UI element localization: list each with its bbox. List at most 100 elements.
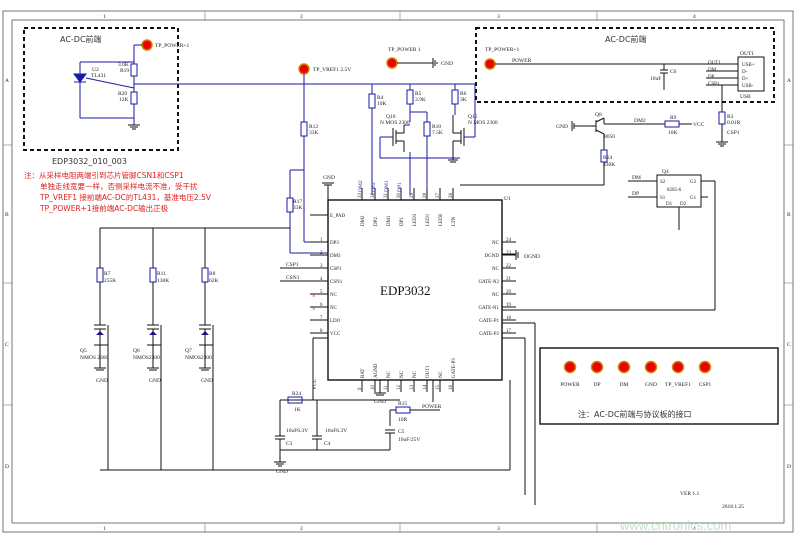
r19 <box>130 63 138 77</box>
q4-g2: G2 <box>690 180 697 185</box>
ic-bottom-pin-name: OUT1 <box>426 365 431 378</box>
q4-dm: DM <box>632 175 641 181</box>
net-dp1: DP1 <box>397 182 403 192</box>
left-box-caption: EDP3032_010_003 <box>52 157 127 166</box>
r20 <box>130 91 138 105</box>
net-dm1: DM1 <box>384 180 390 192</box>
interface-tp-dot[interactable] <box>563 360 577 374</box>
ic-right-pin-num: 21 <box>506 277 512 282</box>
r14-ref: R14 <box>603 155 612 161</box>
ic-top-pin-name: DM2 <box>361 215 366 226</box>
r10-ref: R10 <box>432 124 441 130</box>
r9-val: 10K <box>668 130 678 136</box>
ic-left-pin-num: 3 <box>320 264 323 269</box>
col-label-4: 4 <box>693 14 696 20</box>
r3-val: 0.01R <box>727 120 741 126</box>
u2-ref: U2 <box>92 67 99 73</box>
ic-left-pin-name: DP3 <box>330 241 339 246</box>
ic-left-pin-num: 5 <box>320 290 323 295</box>
tp-power1-dot[interactable] <box>386 57 398 69</box>
ic-right-pin-num: 17 <box>506 329 512 334</box>
mos-resistor <box>149 267 157 283</box>
r15-power: POWER <box>422 404 442 410</box>
tp-power1-right-label: TP_POWER+1 <box>485 47 520 53</box>
gnd-ic-top <box>322 182 334 186</box>
tp-power1-left-dot[interactable] <box>141 39 153 51</box>
note-line-2: 单独走线宽要一样，否侧采样电流不准，受干扰 <box>40 181 198 191</box>
r4-val: 10K <box>377 101 387 107</box>
r9-ref: R9 <box>670 115 677 121</box>
mos-resistor <box>201 267 209 283</box>
tp-power1-left-label: TP_POWER+1 <box>155 43 190 49</box>
gnd-bottom <box>274 461 286 467</box>
mos-resistor-val: 130K <box>157 278 169 284</box>
ic-top-pin-num: 26 <box>449 193 454 199</box>
ic-right-pin-num: 20 <box>506 290 512 295</box>
q15-part: N MOS 2300 <box>468 120 498 126</box>
gnd-left-box <box>128 124 140 130</box>
ic-bottom-pin-num: 16 <box>449 385 454 391</box>
ic-bottom-pin-name: NC <box>400 370 405 378</box>
inner-border <box>11 19 785 524</box>
c3-ref: C3 <box>286 441 293 447</box>
mos-part: NMOS2300 <box>133 355 160 361</box>
q8-symbol <box>590 117 605 135</box>
note-line-3: TP_VREF1 接前端AC-DC的TL431，基准电压2.5V <box>39 192 212 202</box>
interface-tp-dot[interactable] <box>590 360 604 374</box>
net-csp1: CSP1 <box>286 262 299 268</box>
mos-gnd-label: GND <box>96 378 108 384</box>
interface-tp-label: TP_VREF1 <box>665 382 691 388</box>
interface-tp-dot[interactable] <box>671 360 685 374</box>
mos-part: NMOS 2300 <box>80 355 109 361</box>
interface-tp-label: DM <box>620 382 629 388</box>
c6-val: 10uF <box>650 76 661 82</box>
mos-gnd-label: GND <box>201 378 213 384</box>
usb-pad-2: D- <box>742 70 748 75</box>
interface-tp-dot[interactable] <box>644 360 658 374</box>
ic-left-pin-name: NC <box>330 293 338 298</box>
q4-s1: S1 <box>660 196 666 201</box>
row-label-b: B <box>5 212 9 218</box>
gnd-ic-top-label: GND <box>323 175 335 181</box>
r6 <box>451 89 459 105</box>
r17-val: 33K <box>293 205 303 211</box>
r20-val: 12K <box>119 97 129 103</box>
ic-left-pin-num: 1 <box>320 238 323 243</box>
version: VER 1.1 <box>680 491 700 497</box>
usb-connector <box>737 56 765 92</box>
r4-ref: R4 <box>377 95 384 101</box>
tp-vref1-label: TP_VREF1 2.5V <box>313 67 351 73</box>
interface-tp-dot[interactable] <box>698 360 712 374</box>
q15-ref: Q15 <box>468 114 478 120</box>
interface-tp-label: GND <box>645 382 657 388</box>
tp-vref1-dot[interactable] <box>298 63 310 75</box>
tp-power1-right-dot[interactable] <box>484 58 496 70</box>
c5-ref: C5 <box>398 429 405 435</box>
mos-ref: Q7 <box>185 348 192 354</box>
ic-top-pins: DM233DP232DM131DP130LED329LED128LED027LT… <box>358 188 457 226</box>
q4-ref: Q4 <box>662 169 669 175</box>
date: 2018.1.25 <box>722 504 744 510</box>
ic-right-pin-name: GATE-N2 <box>478 280 499 285</box>
r24-ref: R24 <box>292 391 301 397</box>
c5-val: 10uF/25V <box>398 437 420 443</box>
c4-ref: C4 <box>324 441 331 447</box>
ic-right-pin-name: DGND <box>485 254 500 259</box>
row-label-d: D <box>5 464 9 470</box>
interface-tp-label: DP <box>593 382 600 388</box>
ic-right-pins: NC24DGND23NC22GATE-N221NC20GATE-N119GATE… <box>478 238 516 337</box>
r15-val: 10R <box>398 417 408 423</box>
q8-gnd: GND <box>556 124 568 130</box>
q4-dp: DP <box>632 191 639 197</box>
mos-resistor-val: 255K <box>104 278 116 284</box>
ic-bottom-pin-num: 14 <box>423 385 428 391</box>
c4-val: 10uF6.3V <box>325 428 347 434</box>
gnd-agnd-label: GND <box>374 399 386 405</box>
c6-ref: C6 <box>670 69 677 75</box>
mos-gnd-label: GND <box>149 378 161 384</box>
r3-csp1: CSP1 <box>727 130 740 136</box>
interface-tp-dot[interactable] <box>617 360 631 374</box>
ic-top-pin-num: 29 <box>410 193 415 199</box>
